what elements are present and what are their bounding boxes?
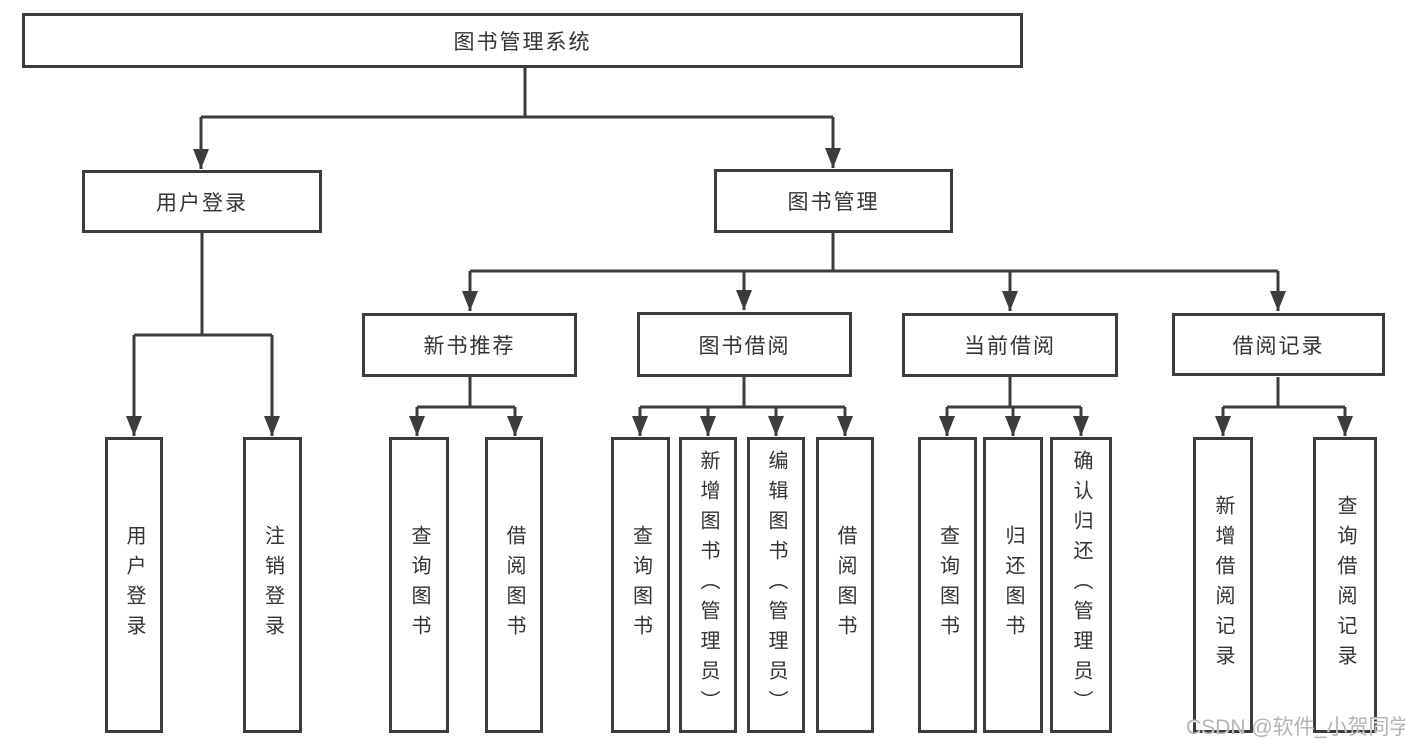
- leaf-recommend-query-books: 查询图书: [389, 437, 449, 733]
- leaf-borrowing-edit-books-admin: 编辑图书（管理员）: [747, 437, 805, 733]
- node-book-management: 图书管理: [714, 169, 953, 233]
- node-borrow-records: 借阅记录: [1172, 313, 1385, 376]
- node-new-book-recommend: 新书推荐: [362, 313, 577, 377]
- node-label: 借阅图书: [834, 525, 856, 645]
- leaf-current-confirm-return-admin: 确认归还（管理员）: [1050, 437, 1112, 733]
- node-label: 查询图书: [408, 525, 430, 645]
- node-label: 查询图书: [629, 525, 652, 645]
- node-current-borrowing: 当前借阅: [902, 313, 1118, 377]
- leaf-borrowing-borrow-books: 借阅图书: [816, 437, 874, 733]
- leaf-current-query-books: 查询图书: [918, 437, 977, 733]
- node-label: 编辑图书（管理员）: [765, 450, 787, 720]
- node-label: 当前借阅: [964, 335, 1056, 358]
- leaf-recommend-borrow-books: 借阅图书: [485, 437, 543, 733]
- node-label: 图书借阅: [698, 334, 791, 358]
- leaf-user-login: 用户登录: [105, 437, 163, 733]
- node-label: 新书推荐: [423, 335, 516, 358]
- node-book-borrowing: 图书借阅: [637, 312, 852, 377]
- node-label: 借阅图书: [503, 525, 525, 645]
- node-label: 用户登录: [123, 525, 145, 645]
- node-label: 查询图书: [936, 525, 959, 645]
- connector-rails: [134, 68, 1345, 409]
- node-user-login-branch: 用户登录: [82, 170, 322, 233]
- node-label: 用户登录: [156, 191, 248, 215]
- csdn-watermark: CSDN @软件_小贺同学: [1186, 716, 1405, 739]
- leaf-borrowing-query-books: 查询图书: [611, 437, 670, 733]
- node-label: 新增借阅记录: [1212, 495, 1234, 675]
- node-label: 查询借阅记录: [1334, 495, 1356, 675]
- leaf-borrowing-add-books-admin: 新增图书（管理员）: [679, 437, 737, 733]
- node-library-system: 图书管理系统: [22, 13, 1023, 68]
- node-label: 借阅记录: [1232, 334, 1325, 358]
- leaf-current-return-books: 归还图书: [983, 437, 1043, 733]
- node-label: 新增图书（管理员）: [697, 450, 719, 720]
- node-label: 图书管理: [787, 191, 880, 214]
- node-label: 注销登录: [261, 525, 284, 645]
- leaf-logout: 注销登录: [243, 437, 302, 733]
- node-label: 归还图书: [1002, 525, 1024, 645]
- node-label: 确认归还（管理员）: [1070, 450, 1092, 720]
- leaf-records-add-record: 新增借阅记录: [1193, 437, 1253, 733]
- leaf-records-query-record: 查询借阅记录: [1313, 437, 1377, 733]
- node-label: 图书管理系统: [453, 30, 592, 54]
